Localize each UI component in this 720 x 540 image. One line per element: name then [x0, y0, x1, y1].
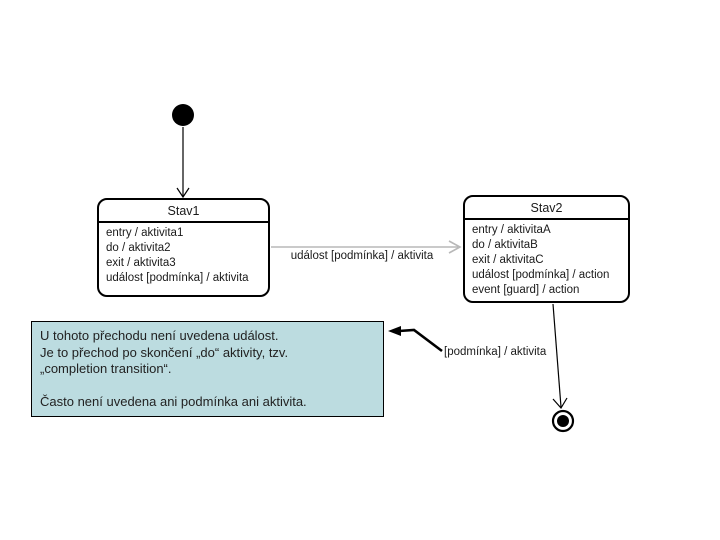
note-line: U tohoto přechodu není uvedena událost. [40, 328, 279, 343]
state-stav2-title: Stav2 [465, 197, 628, 220]
transition-label-stav2-final: [podmínka] / aktivita [444, 346, 547, 358]
initial-state-icon [172, 104, 194, 126]
transition-label-stav1-stav2: událost [podmínka] / aktivita [290, 250, 434, 262]
note-line: Často není uvedena ani podmínka ani akti… [40, 393, 307, 409]
annotation-arrow [388, 326, 443, 353]
state-line: event [guard] / action [472, 284, 580, 296]
final-state-icon [551, 409, 575, 433]
state-line: událost [podmínka] / action [472, 269, 610, 281]
state-line: exit / aktivitaC [472, 254, 544, 266]
state-line: událost [podmínka] / aktivita [106, 272, 249, 284]
state-line: entry / aktivita1 [106, 227, 184, 239]
state-stav1-body: entry / aktivita1 do / aktivita2 exit / … [99, 223, 268, 289]
transition-stav1-to-stav2 [271, 240, 462, 254]
state-stav2-body: entry / aktivitaA do / aktivitaB exit / … [465, 220, 628, 301]
state-line: exit / aktivita3 [106, 257, 176, 269]
state-line: entry / aktivitaA [472, 224, 551, 236]
note-line: Je to přechod po skončení „do“ aktivity,… [40, 344, 289, 360]
transition-initial-to-stav1 [176, 127, 190, 199]
note-blank-line [40, 378, 375, 394]
transition-stav2-to-final [552, 303, 568, 410]
note-box: U tohoto přechodu není uvedena událost. … [31, 321, 384, 417]
note-line: „completion transition“. [40, 361, 172, 376]
state-line: do / aktivita2 [106, 242, 171, 254]
state-stav1-title: Stav1 [99, 200, 268, 223]
state-stav1: Stav1 entry / aktivita1 do / aktivita2 e… [97, 198, 270, 297]
state-stav2: Stav2 entry / aktivitaA do / aktivitaB e… [463, 195, 630, 303]
state-line: do / aktivitaB [472, 239, 538, 251]
